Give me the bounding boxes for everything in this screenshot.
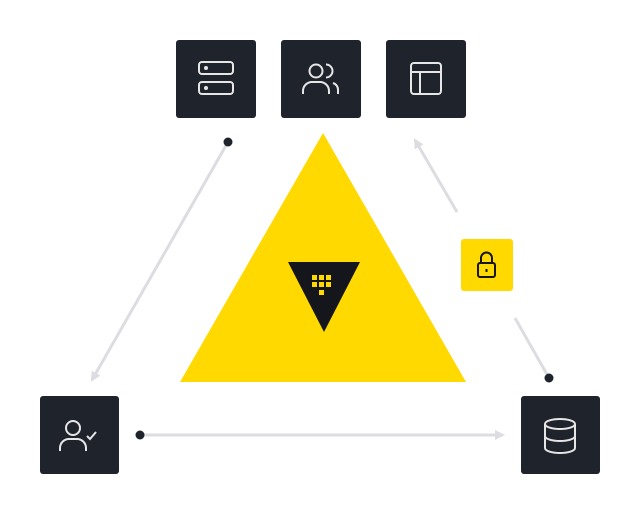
connector-dot <box>223 137 233 147</box>
central-triangle <box>180 133 466 382</box>
layout-icon <box>410 62 442 95</box>
connector-bottom <box>135 430 505 440</box>
node-database[interactable] <box>521 396 600 474</box>
lock-icon <box>477 251 496 278</box>
users-icon <box>302 63 339 94</box>
node-user-check[interactable] <box>40 396 119 474</box>
connector-dot <box>544 373 554 383</box>
connector-right <box>413 138 554 383</box>
user-check-icon <box>59 420 97 451</box>
node-layout[interactable] <box>386 40 466 118</box>
server-icon <box>198 61 234 95</box>
database-icon <box>544 418 576 454</box>
node-users[interactable] <box>281 40 361 118</box>
connector-dot <box>135 430 145 440</box>
vault-logo-icon <box>288 262 360 332</box>
connector-left <box>90 137 233 382</box>
node-servers[interactable] <box>176 40 256 118</box>
lock-badge <box>461 239 513 291</box>
